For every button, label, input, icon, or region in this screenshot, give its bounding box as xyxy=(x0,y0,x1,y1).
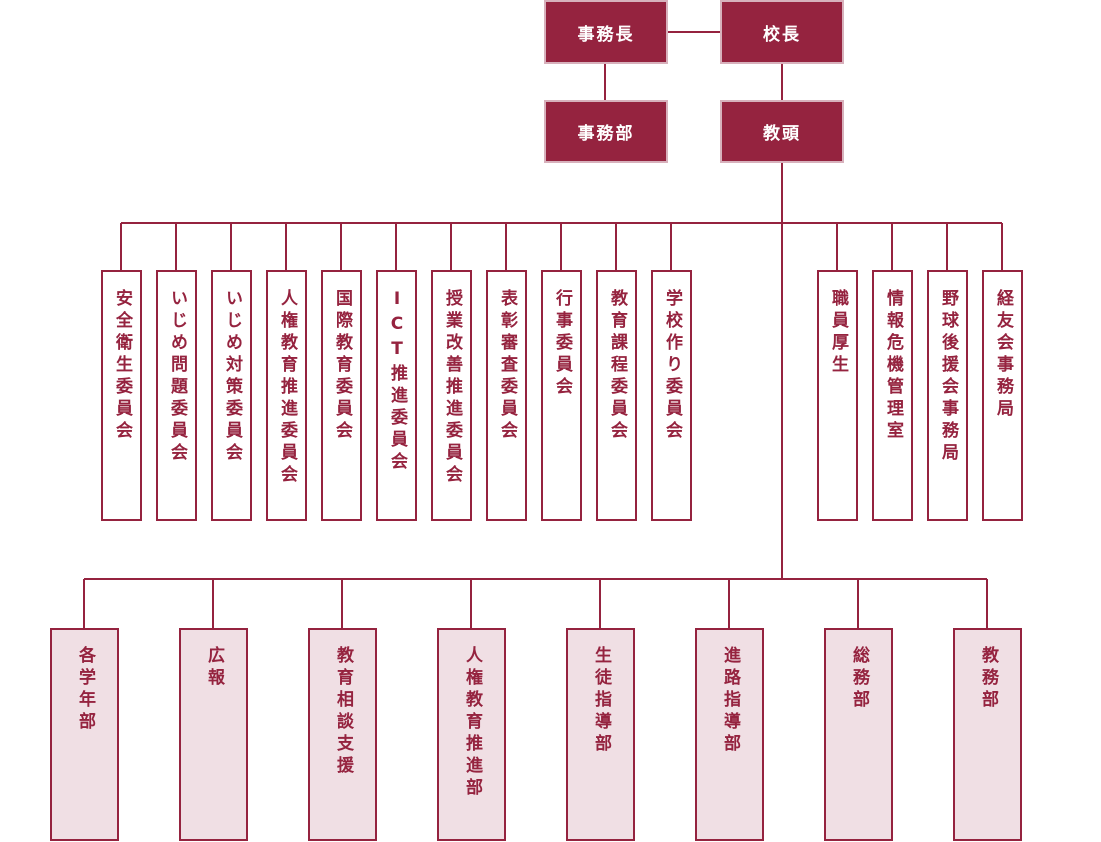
office-dept-label: 事務部 xyxy=(577,124,635,144)
department-label: 教務部 xyxy=(978,646,998,712)
committee-label: 行事委員会 xyxy=(552,289,572,399)
office-label: 情報危機管理室 xyxy=(883,289,903,443)
committee-label: 学校作り委員会 xyxy=(662,289,682,443)
committee-box: いじめ問題委員会 xyxy=(156,270,197,521)
office-box: 経友会事務局 xyxy=(982,270,1023,521)
committee-box: ICT推進委員会 xyxy=(376,270,417,521)
department-box: 進路指導部 xyxy=(695,628,764,841)
department-box: 生徒指導部 xyxy=(566,628,635,841)
office-head-box: 事務長 xyxy=(544,0,668,64)
department-label: 人権教育推進部 xyxy=(462,646,482,800)
committee-box: 教育課程委員会 xyxy=(596,270,637,521)
committee-box: 学校作り委員会 xyxy=(651,270,692,521)
department-label: 進路指導部 xyxy=(720,646,740,756)
department-box: 各学年部 xyxy=(50,628,119,841)
department-label: 生徒指導部 xyxy=(591,646,611,756)
committee-label: 国際教育委員会 xyxy=(332,289,352,443)
department-label: 教育相談支援 xyxy=(333,646,353,778)
committee-label: 人権教育推進委員会 xyxy=(277,289,297,487)
vice-principal-label: 教頭 xyxy=(763,124,801,144)
department-box: 教務部 xyxy=(953,628,1022,841)
office-label: 野球後援会事務局 xyxy=(938,289,958,465)
office-box: 野球後援会事務局 xyxy=(927,270,968,521)
committee-box: 安全衛生委員会 xyxy=(101,270,142,521)
committee-label: ICT推進委員会 xyxy=(387,289,407,474)
department-box: 総務部 xyxy=(824,628,893,841)
committee-box: いじめ対策委員会 xyxy=(211,270,252,521)
department-box: 広報 xyxy=(179,628,248,841)
principal-label: 校長 xyxy=(763,24,801,45)
department-label: 広報 xyxy=(204,646,224,690)
committee-box: 授業改善推進委員会 xyxy=(431,270,472,521)
department-box: 人権教育推進部 xyxy=(437,628,506,841)
office-head-label: 事務長 xyxy=(577,24,635,45)
committee-box: 人権教育推進委員会 xyxy=(266,270,307,521)
office-dept-box: 事務部 xyxy=(544,100,668,163)
department-label: 各学年部 xyxy=(75,646,95,734)
committee-box: 表彰審査委員会 xyxy=(486,270,527,521)
committee-label: 安全衛生委員会 xyxy=(112,289,132,443)
principal-box: 校長 xyxy=(720,0,844,64)
office-label: 職員厚生 xyxy=(828,289,848,377)
committee-box: 国際教育委員会 xyxy=(321,270,362,521)
department-box: 教育相談支援 xyxy=(308,628,377,841)
committee-label: いじめ対策委員会 xyxy=(222,289,242,465)
office-box: 情報危機管理室 xyxy=(872,270,913,521)
office-label: 経友会事務局 xyxy=(993,289,1013,421)
office-box: 職員厚生 xyxy=(817,270,858,521)
committee-label: いじめ問題委員会 xyxy=(167,289,187,465)
committee-label: 教育課程委員会 xyxy=(607,289,627,443)
committee-box: 行事委員会 xyxy=(541,270,582,521)
committee-label: 授業改善推進委員会 xyxy=(442,289,462,487)
department-label: 総務部 xyxy=(849,646,869,712)
committee-label: 表彰審査委員会 xyxy=(497,289,517,443)
vice-principal-box: 教頭 xyxy=(720,100,844,163)
